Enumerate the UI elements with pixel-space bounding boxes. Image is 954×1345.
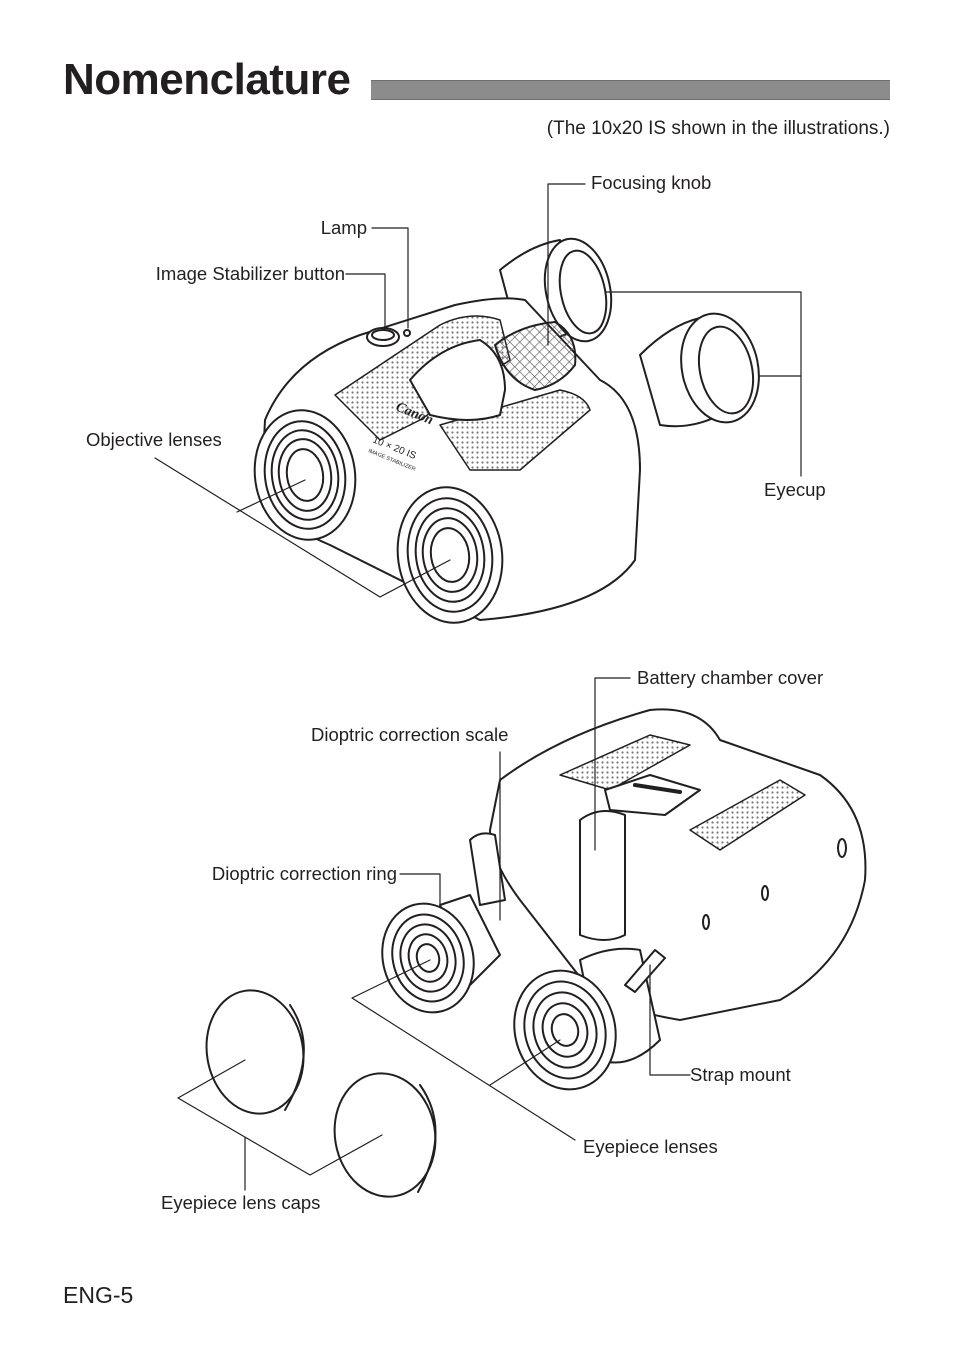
illustration-note: (The 10x20 IS shown in the illustrations… [546, 118, 890, 139]
label-eyepiece-lens-caps: Eyepiece lens caps [161, 1192, 321, 1213]
eyecup-front [680, 312, 760, 424]
label-eyecup: Eyecup [764, 479, 826, 500]
label-focusing-knob: Focusing knob [591, 172, 712, 193]
eyepiece-lens-caps [205, 989, 437, 1198]
strap-mount [624, 949, 666, 993]
label-strap-mount: Strap mount [690, 1064, 791, 1085]
leader-lines-bottom [177, 677, 691, 1191]
page-title: Nomenclature [63, 55, 351, 104]
page-number: ENG-5 [63, 1282, 134, 1308]
eyepiece-lens-left [381, 902, 475, 1014]
focusing-knob [494, 321, 577, 391]
title-rule-bar [371, 80, 890, 100]
lamp [403, 329, 411, 337]
leader-lines-top [154, 183, 802, 598]
eyepiece-lens-right [513, 969, 617, 1091]
battery-chamber-cover [604, 774, 701, 816]
binocular-rear-view [381, 708, 867, 1091]
label-image-stabilizer-button: Image Stabilizer button [155, 263, 345, 284]
label-objective-lenses: Objective lenses [86, 429, 222, 450]
label-battery-chamber-cover: Battery chamber cover [637, 667, 824, 688]
label-lamp: Lamp [320, 217, 367, 238]
binocular-front-view: Canon 10 × 20 IS IMAGE STABILIZER [253, 237, 760, 624]
label-eyepiece-lenses: Eyepiece lenses [583, 1136, 718, 1157]
label-dioptric-correction-scale: Dioptric correction scale [311, 724, 509, 745]
label-dioptric-correction-ring: Dioptric correction ring [211, 863, 397, 884]
